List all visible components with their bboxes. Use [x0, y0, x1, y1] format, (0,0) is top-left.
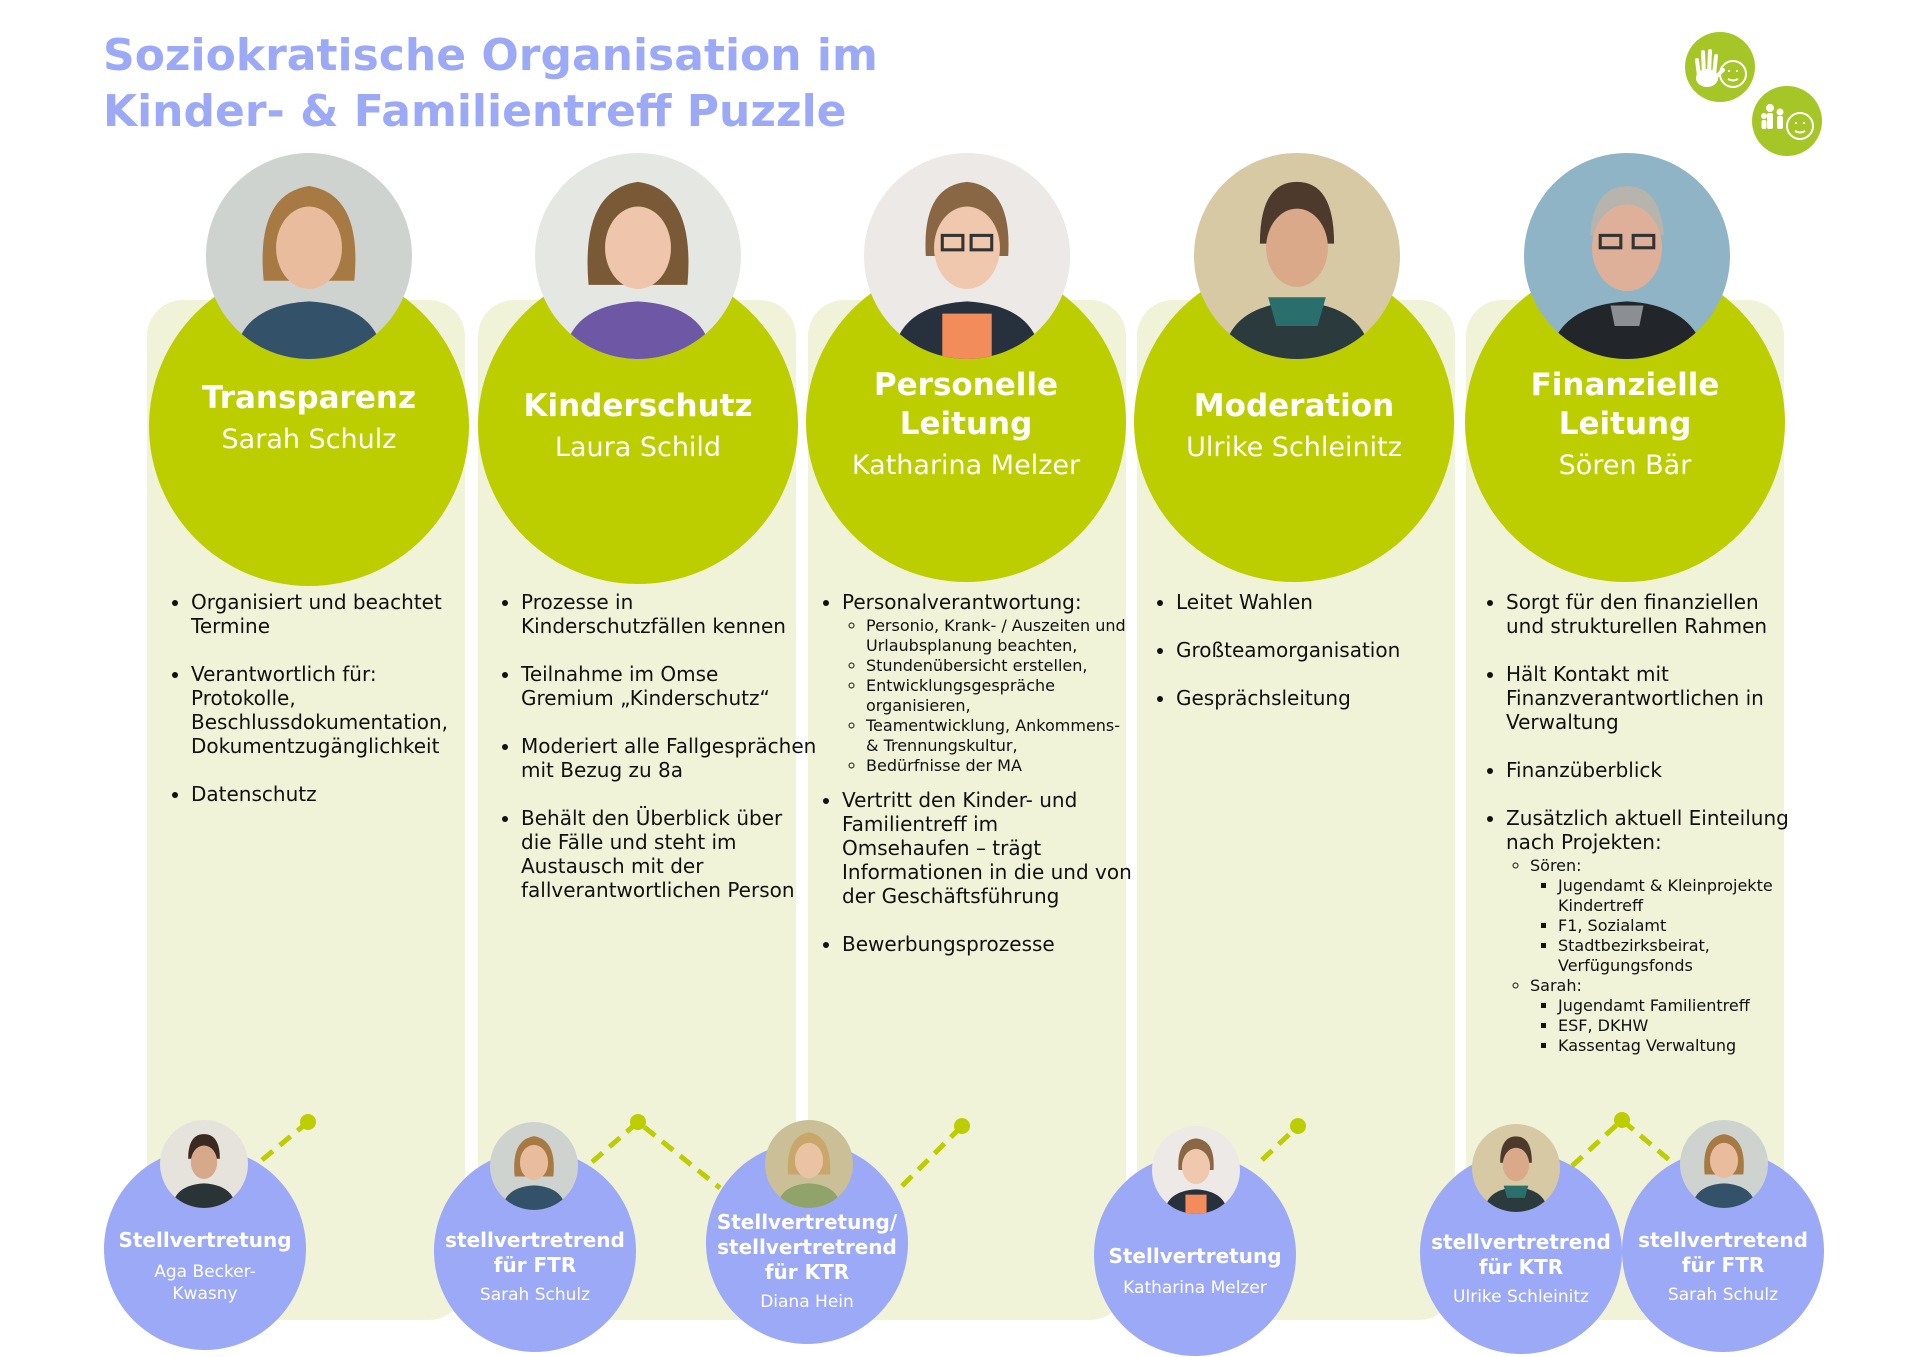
list-item: Moderiert alle Fallgesprächen mit Bezug …: [521, 734, 817, 782]
role-title: Moderation: [1193, 388, 1395, 424]
sub-list-item: Stundenübersicht erstellen,: [866, 656, 1132, 676]
deputy-role-line-2: für KTR: [1478, 1255, 1564, 1279]
deputy-photo-sarah-schulz: [490, 1122, 578, 1210]
role-title-line-2: Leitung: [899, 406, 1033, 442]
role-circle-finanzielle-leitung: Finanzielle Leitung Sören Bär: [1465, 262, 1785, 582]
family-logo-icon: [1752, 86, 1822, 156]
sub-list-label: Sören:: [1530, 856, 1582, 875]
role-title-line-1: Finanzielle: [1530, 367, 1720, 403]
list-item: Verantwortlich für: Protokolle, Beschlus…: [191, 662, 473, 758]
sub-sub-list-item: Kassentag Verwaltung: [1558, 1036, 1796, 1056]
deputy-role: Stellvertretung: [118, 1228, 292, 1252]
list-item: Behält den Überblick über die Fälle und …: [521, 806, 817, 902]
sub-sub-list-item: Jugendamt & Kleinprojekte Kindertreff: [1558, 876, 1796, 916]
sub-list: Sören: Jugendamt & Kleinprojekte Kindert…: [1506, 856, 1796, 1056]
deputy-photo-diana-hein: [765, 1120, 853, 1208]
list-item: Vertritt den Kinder- und Familientreff i…: [842, 788, 1132, 908]
title-line-1: Soziokratische Organisation im: [103, 30, 878, 81]
sub-list: Personio, Krank- / Auszeiten und Urlaubs…: [842, 616, 1132, 776]
list-item: Datenschutz: [191, 782, 473, 806]
sub-list-item: Teamentwicklung, Ankommens- & Trennungsk…: [866, 716, 1132, 756]
deputy-name: Katharina Melzer: [1123, 1278, 1267, 1298]
deputy-role: Stellvertretung: [1108, 1244, 1282, 1268]
role-title-line-2: Leitung: [1558, 406, 1692, 442]
role-title: Kinderschutz: [523, 388, 753, 424]
task-list-kinderschutz: Prozesse in Kinderschutzfällen kennen Te…: [497, 590, 817, 926]
role-person: Katharina Melzer: [851, 450, 1081, 481]
deputy-name: Ulrike Schleinitz: [1453, 1287, 1589, 1307]
list-item: Prozesse in Kinderschutzfällen kennen: [521, 590, 817, 638]
deputy-role-line-2: für FTR: [1681, 1253, 1765, 1277]
task-list-transparenz: Organisiert und beachtet Termine Verantw…: [167, 590, 473, 830]
list-item: Gesprächsleitung: [1176, 686, 1466, 710]
list-item: Personalverantwortung: Personio, Krank- …: [842, 590, 1132, 776]
page-title: Soziokratische Organisation im Kinder- &…: [103, 28, 878, 140]
portrait-photo-laura-schild: [535, 153, 741, 359]
sub-list-item: Personio, Krank- / Auszeiten und Urlaubs…: [866, 616, 1132, 656]
deputy-role-line-2: stellvertretrend: [717, 1235, 897, 1259]
deputy-role-line-1: Stellvertretung/: [716, 1210, 898, 1234]
deputy-name-line-1: Aga Becker-: [154, 1262, 256, 1282]
list-item: Bewerbungsprozesse: [842, 932, 1132, 956]
list-item: Finanzüberblick: [1506, 758, 1796, 782]
sub-list-label: Sarah:: [1530, 976, 1582, 995]
task-list-moderation: Leitet Wahlen Großteamorganisation Gespr…: [1152, 590, 1466, 734]
list-item-label: Personalverantwortung:: [842, 590, 1082, 614]
sub-sub-list-item: Jugendamt Familientreff: [1558, 996, 1796, 1016]
portrait-photo-soeren-baer: [1524, 153, 1730, 359]
deputy-role-line-1: stellvertretrend: [445, 1228, 625, 1252]
sub-sub-list-item: ESF, DKHW: [1558, 1016, 1796, 1036]
deputy-name-line-2: Kwasny: [172, 1284, 238, 1304]
deputy-role-line-2: für FTR: [493, 1253, 577, 1277]
deputy-role-line-1: stellvertretrend: [1431, 1230, 1611, 1254]
list-item: Teilnahme im Omse Gremium „Kinderschutz“: [521, 662, 817, 710]
hand-logo-icon: [1685, 32, 1755, 102]
role-person: Sören Bär: [1558, 450, 1692, 481]
sub-sub-list-item: Stadtbezirksbeirat, Verfügungsfonds: [1558, 936, 1796, 976]
deputy-name: Sarah Schulz: [479, 1285, 591, 1305]
sub-list-item: Sarah: Jugendamt Familientreff ESF, DKHW…: [1530, 976, 1796, 1056]
task-list-personelle-leitung: Personalverantwortung: Personio, Krank- …: [818, 590, 1132, 980]
list-item: Hält Kontakt mit Finanzverantwortlichen …: [1506, 662, 1796, 734]
sub-sub-list-item: F1, Sozialamt: [1558, 916, 1796, 936]
list-item: Großteamorganisation: [1176, 638, 1466, 662]
role-person: Laura Schild: [554, 432, 722, 463]
list-item: Sorgt für den finanziellen und strukture…: [1506, 590, 1796, 638]
deputy-name: Sarah Schulz: [1667, 1285, 1779, 1305]
title-line-2: Kinder- & Familientreff Puzzle: [103, 86, 847, 137]
deputy-role-line-1: stellvertretend: [1638, 1228, 1808, 1252]
deputy-photo-ulrike-schleinitz: [1472, 1124, 1560, 1212]
sub-list-item: Entwicklungsgespräche organisieren,: [866, 676, 1132, 716]
role-person: Ulrike Schleinitz: [1186, 432, 1402, 463]
list-item-label: Zusätzlich aktuell Einteilung nach Proje…: [1506, 806, 1789, 854]
list-item: Zusätzlich aktuell Einteilung nach Proje…: [1506, 806, 1796, 1056]
portrait-photo-katharina-melzer: [864, 153, 1070, 359]
list-item: Organisiert und beachtet Termine: [191, 590, 473, 638]
deputy-role-line-3: für KTR: [764, 1260, 850, 1284]
sub-sub-list: Jugendamt Familientreff ESF, DKHW Kassen…: [1530, 996, 1796, 1056]
deputy-photo-sarah-schulz-2: [1680, 1120, 1768, 1208]
deputy-photo-aga-becker-kwasny: [160, 1120, 248, 1208]
role-circle-personelle-leitung: Personelle Leitung Katharina Melzer: [806, 262, 1126, 582]
role-title-line-1: Personelle: [873, 367, 1059, 403]
role-title: Transparenz: [201, 380, 416, 416]
deputy-name: Diana Hein: [760, 1292, 854, 1312]
sub-list-item: Bedürfnisse der MA: [866, 756, 1132, 776]
portrait-photo-ulrike-schleinitz: [1194, 153, 1400, 359]
task-list-finanzielle-leitung: Sorgt für den finanziellen und strukture…: [1482, 590, 1796, 1080]
role-person: Sarah Schulz: [221, 424, 397, 455]
deputy-photo-katharina-melzer: [1152, 1126, 1240, 1214]
portrait-photo-sarah-schulz: [206, 153, 412, 359]
list-item: Leitet Wahlen: [1176, 590, 1466, 614]
sub-sub-list: Jugendamt & Kleinprojekte Kindertreff F1…: [1530, 876, 1796, 976]
sub-list-item: Sören: Jugendamt & Kleinprojekte Kindert…: [1530, 856, 1796, 976]
deputy-circle-aga-becker-kwasny: Stellvertretung Aga Becker- Kwasny: [104, 1148, 306, 1350]
